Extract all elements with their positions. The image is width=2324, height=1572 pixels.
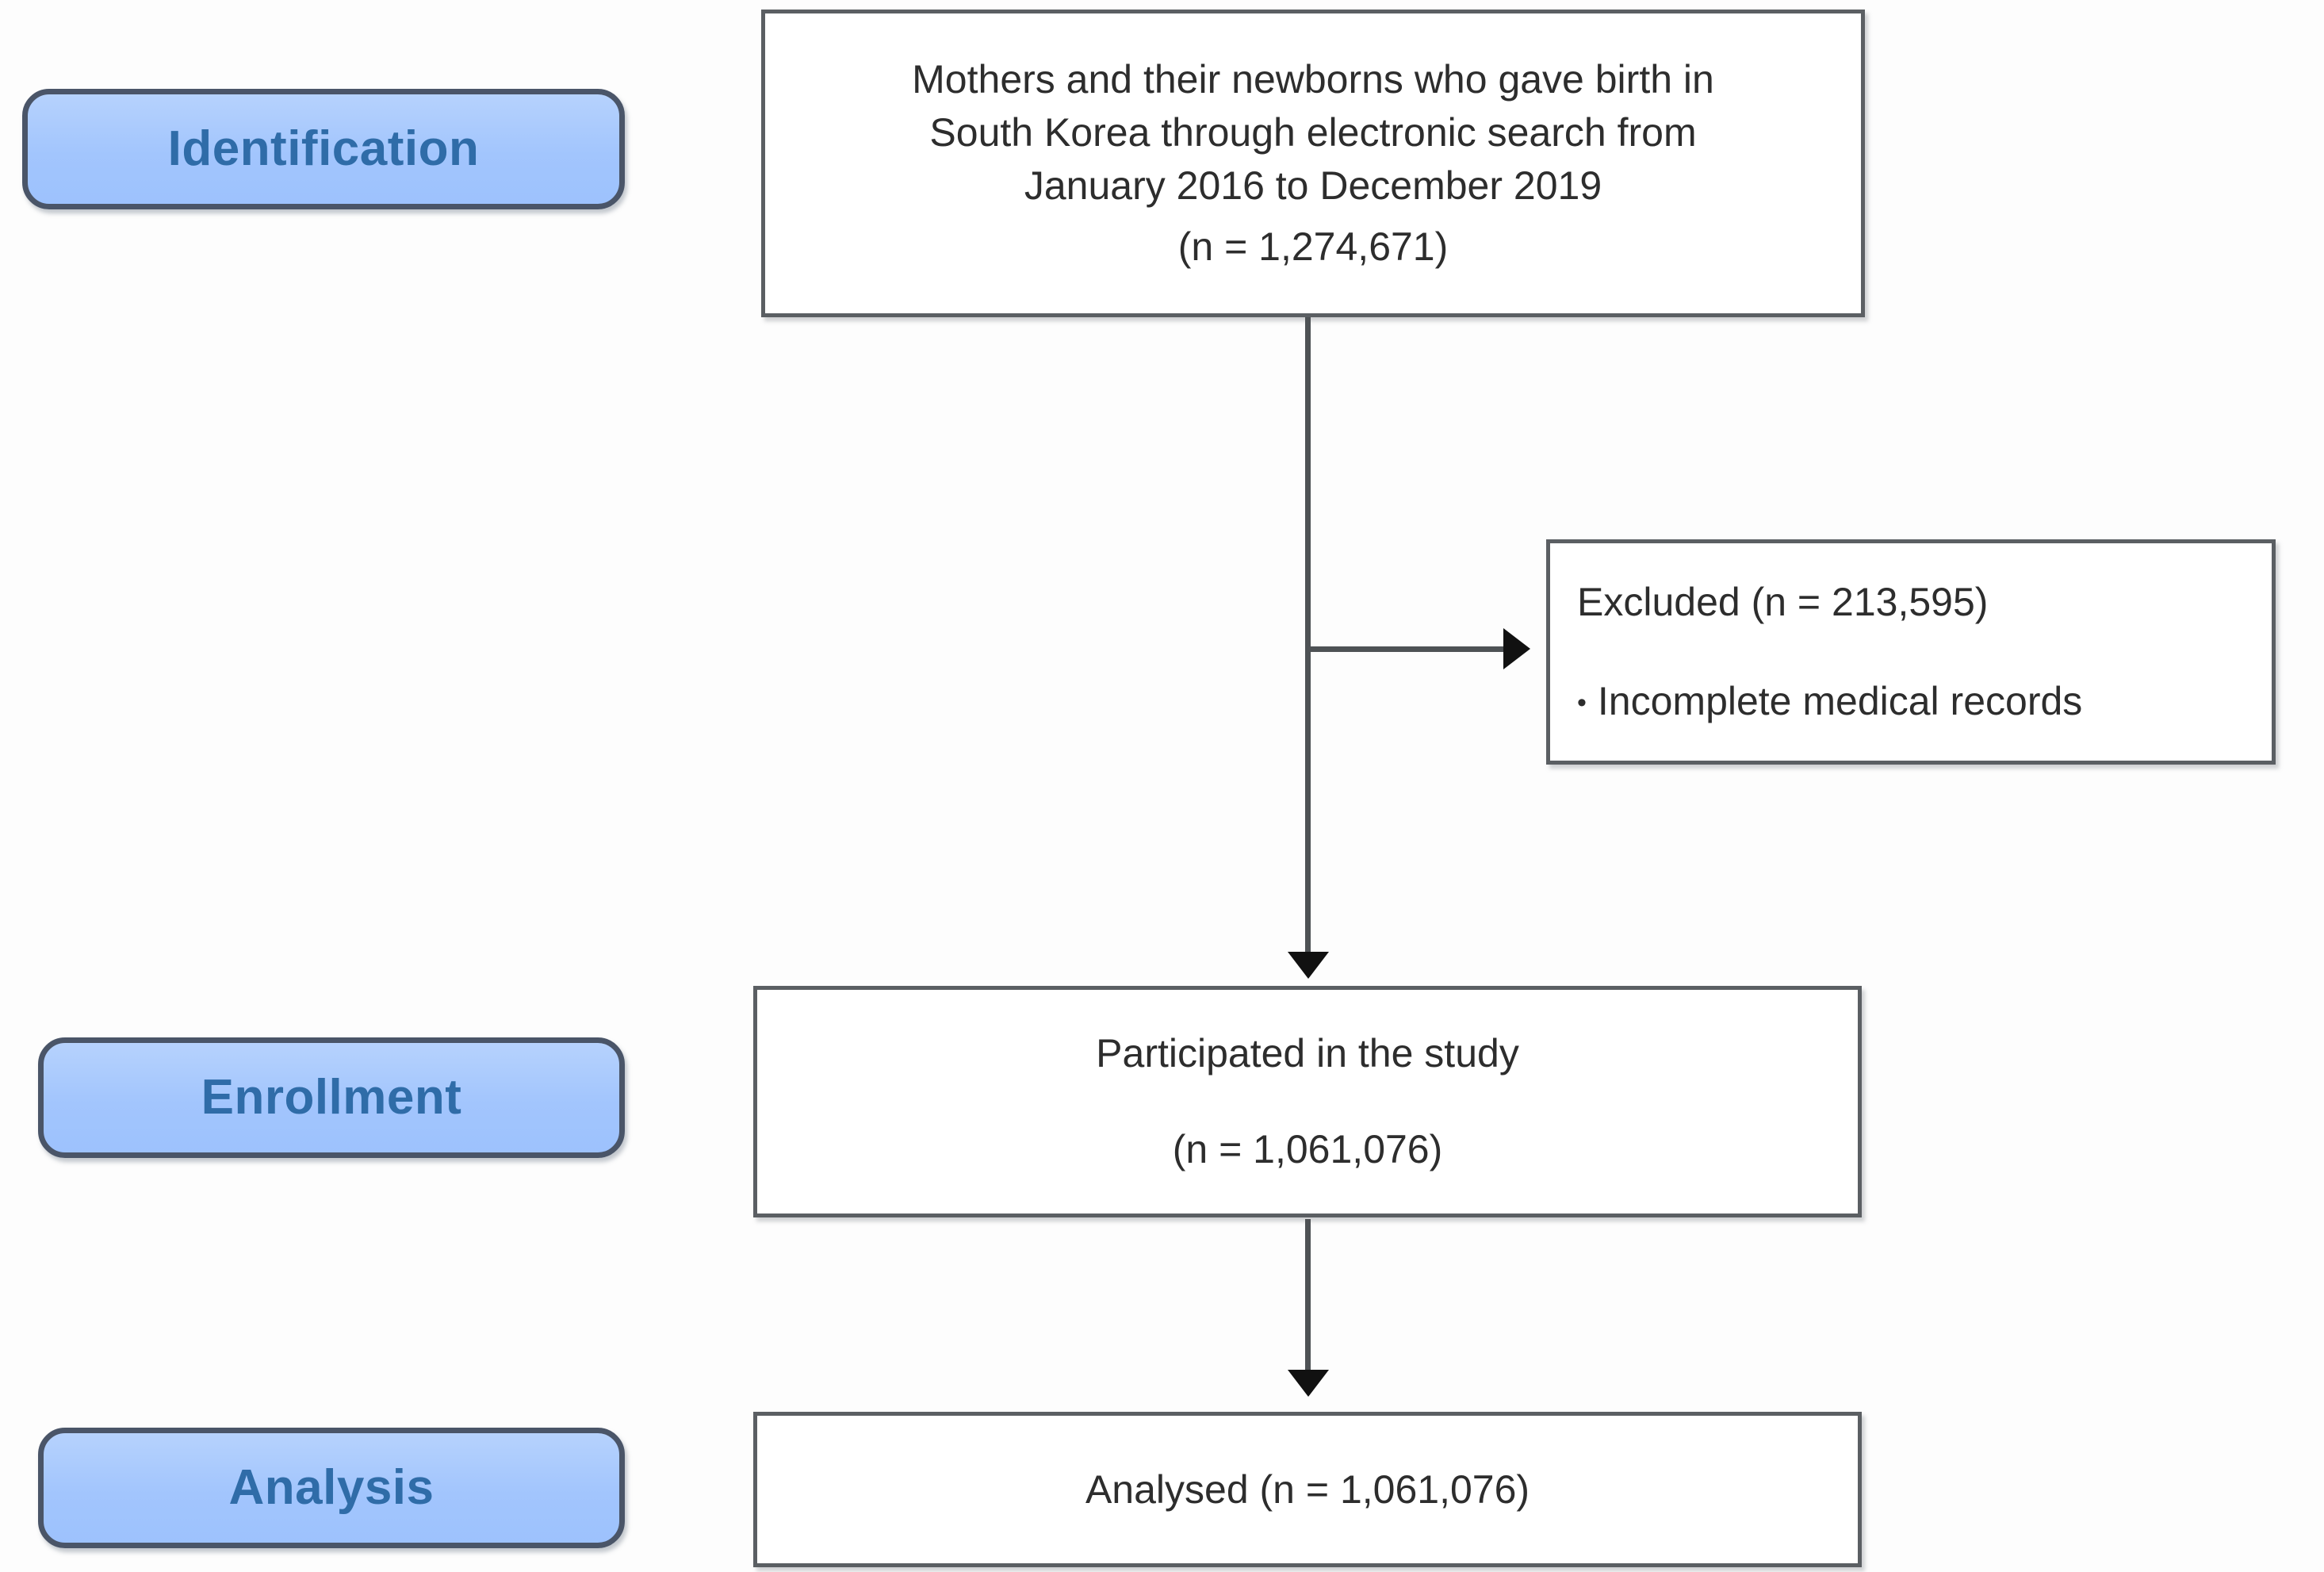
- excluded-heading: Excluded (n = 213,595): [1577, 580, 1989, 624]
- arrowhead-down-icon-to-enrollment: [1288, 952, 1329, 979]
- stage-label-enrollment: Enrollment: [38, 1037, 625, 1158]
- connector-enrollment-to-analysis: [1305, 1219, 1311, 1373]
- bullet-dot-icon: •: [1577, 688, 1587, 718]
- analysis-title: Analysed (n = 1,061,076): [1085, 1467, 1530, 1512]
- stage-label-analysis-text: Analysis: [228, 1460, 435, 1515]
- box-analysis: Analysed (n = 1,061,076): [753, 1412, 1862, 1567]
- identification-line-2: South Korea through electronic search fr…: [929, 110, 1697, 155]
- box-enrollment: Participated in the study (n = 1,061,076…: [753, 986, 1862, 1217]
- identification-line-1: Mothers and their newborns who gave birt…: [912, 57, 1714, 102]
- arrowhead-right-icon-to-excluded: [1503, 628, 1530, 669]
- excluded-reason-item: • Incomplete medical records: [1577, 676, 2082, 727]
- box-excluded: Excluded (n = 213,595) • Incomplete medi…: [1546, 539, 2276, 765]
- identification-count: (n = 1,274,671): [1177, 224, 1449, 269]
- arrowhead-down-icon-to-analysis: [1288, 1370, 1329, 1397]
- stage-label-enrollment-text: Enrollment: [201, 1070, 462, 1125]
- identification-line-3: January 2016 to December 2019: [1024, 163, 1602, 208]
- stage-label-analysis: Analysis: [38, 1428, 625, 1548]
- enrollment-title: Participated in the study: [1096, 1031, 1519, 1075]
- stage-label-identification-text: Identification: [167, 121, 480, 176]
- enrollment-count: (n = 1,061,076): [1172, 1127, 1443, 1171]
- box-identification: Mothers and their newborns who gave birt…: [761, 10, 1865, 317]
- excluded-reason-text: Incomplete medical records: [1597, 679, 2083, 723]
- connector-identification-to-enrollment: [1305, 317, 1311, 957]
- connector-identification-to-excluded: [1305, 646, 1503, 652]
- stage-label-identification: Identification: [22, 89, 625, 209]
